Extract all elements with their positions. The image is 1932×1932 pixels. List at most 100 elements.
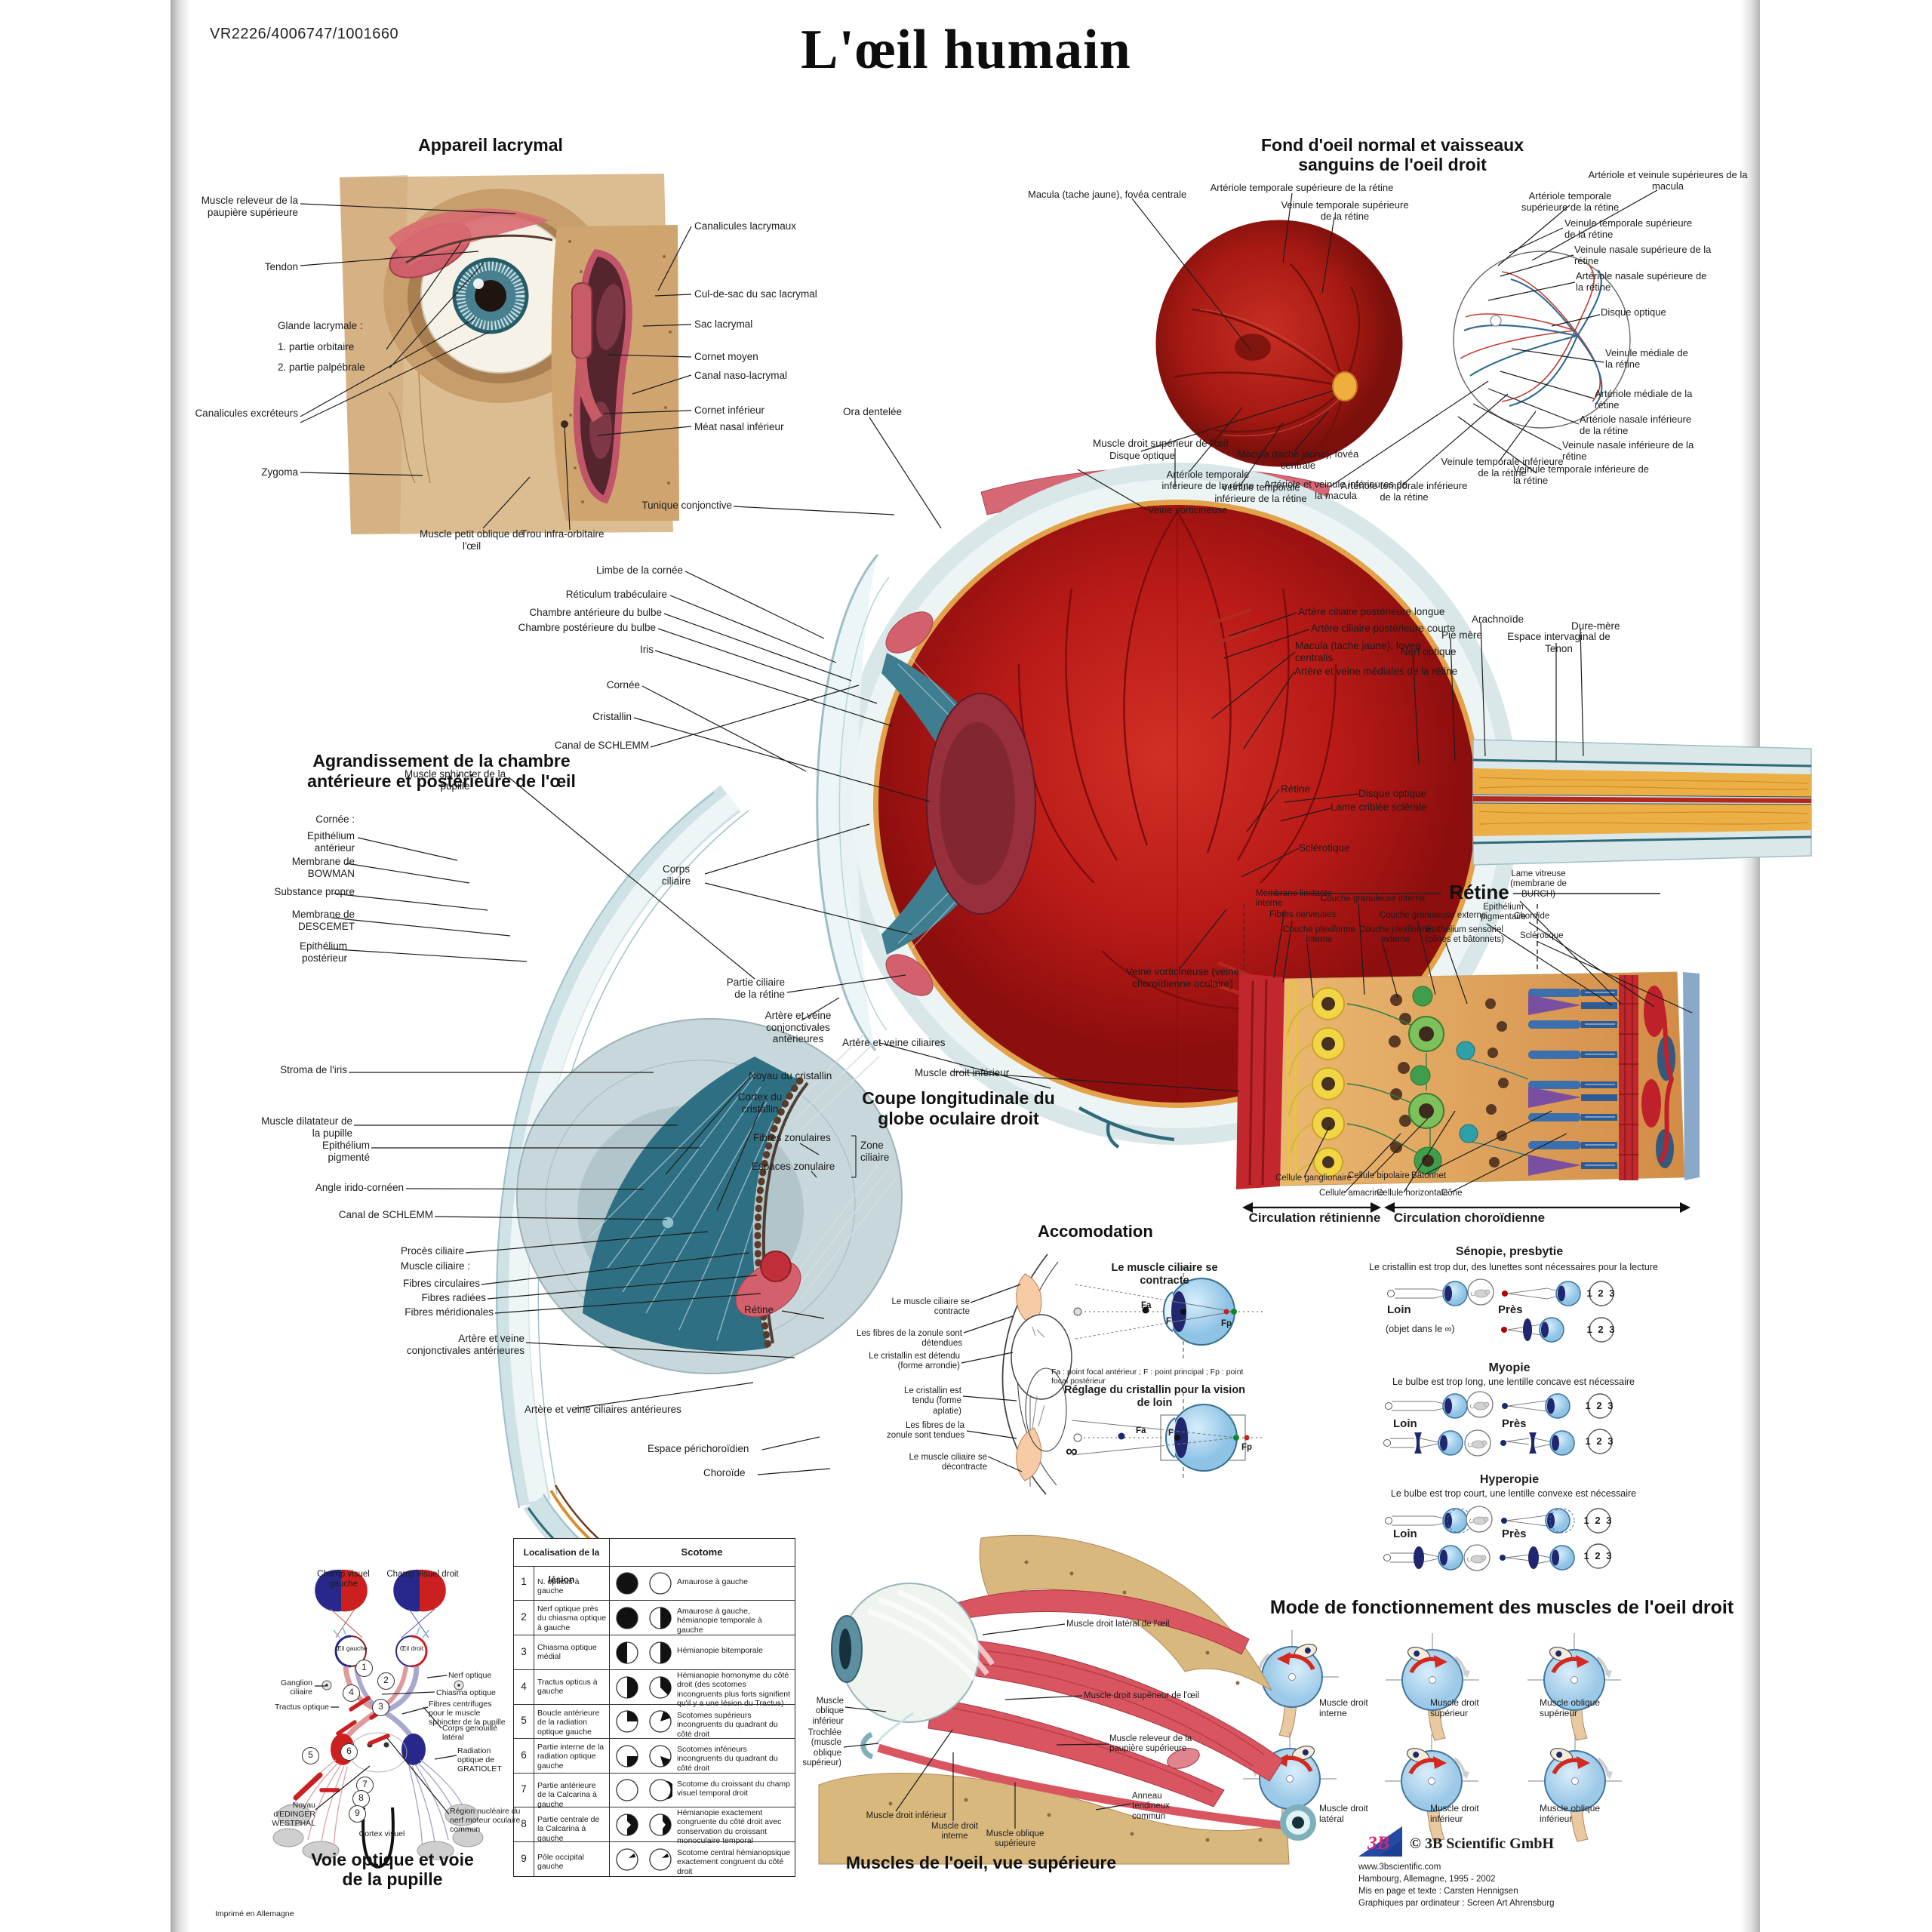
anat-label: Partie ciliaire de la rétine	[726, 977, 785, 1000]
lesion-cell: Tractus opticus à gauche	[537, 1678, 598, 1697]
anat-label: Muscle droit supérieur de l'œil	[1084, 1691, 1200, 1700]
anat-label: Procès ciliaire	[400, 1245, 464, 1257]
anat-label: Arachnoïde	[1472, 614, 1524, 625]
scotome-desc: Amaurose à gauche, hémianopie temporale …	[677, 1607, 762, 1635]
anat-label: Les fibres de la zonule sont détendues	[856, 1329, 962, 1349]
anat-label: Artériole et veinule supérieures de la m…	[1588, 169, 1748, 192]
defect-desc: Le bulbe est trop long, une lentille con…	[1392, 1377, 1635, 1387]
eye-chart-123: 1 2 3	[1586, 1287, 1617, 1299]
anat-label: Cornet moyen	[694, 351, 758, 362]
eye-chart-123: 1 2 3	[1583, 1550, 1614, 1561]
anat-label: Noyau du cristallin	[749, 1070, 832, 1081]
anat-label: Artériole nasale supérieure de la rétine	[1576, 270, 1707, 294]
anat-label: Sclérotique	[1520, 931, 1564, 940]
anat-label: Macula (tache jaune), fovéa centrale	[1028, 189, 1187, 200]
table-row: 5 Boucle antérieure de la radiation opti…	[514, 1704, 795, 1739]
scotome-left-eye	[616, 1745, 638, 1767]
anat-label: Couche granuleuse externe	[1380, 911, 1487, 920]
retina-illustration	[1236, 893, 1700, 1213]
focal-mark-fp: Fp	[1221, 1319, 1232, 1328]
anat-label: Cône	[1441, 1189, 1463, 1198]
anat-label: Cellule horizontale	[1377, 1189, 1448, 1198]
anat-label: Chambre antérieure du bulbe	[529, 607, 662, 618]
anat-label: Muscle sphincter de la pupille	[404, 768, 506, 792]
anat-label: Canalicules excréteurs	[195, 408, 298, 419]
anat-label: Stroma de l'iris	[280, 1064, 347, 1075]
logo-3b-text: 3B	[1367, 1833, 1390, 1854]
anat-label: Muscle droit inférieur	[866, 1811, 947, 1820]
anat-label: Epithélium pigmentaire	[1480, 903, 1527, 922]
accommodation-sub1: Le muscle ciliaire se contracte	[1111, 1262, 1218, 1287]
anat-label: Muscle droit latéral de l'œil	[1066, 1620, 1170, 1629]
pathway-number: 5	[302, 1747, 319, 1764]
anat-label: Cul-de-sac du sac lacrymal	[694, 288, 817, 300]
anat-label: Veinule temporale inférieure de la rétin…	[1441, 456, 1564, 479]
anat-label: Corps genouillé latéral	[442, 1724, 497, 1743]
scotome-left-eye	[616, 1572, 638, 1595]
table-row: 1 N. opticus à gauche Amaurose à gauche	[514, 1566, 795, 1601]
anat-label: Lame criblée sclérale	[1331, 801, 1427, 813]
anat-label: Ganglion ciliaire	[280, 1678, 312, 1697]
anat-label: Le muscle ciliaire se contracte	[891, 1297, 970, 1317]
lesion-cell: Partie interne de la radiation optique g…	[537, 1743, 605, 1770]
accommodation-eye-diagrams	[1071, 1266, 1264, 1479]
anat-label: Sac lacrymal	[694, 318, 753, 330]
lesion-cell: Partie antérieure de la Calcarina à gauc…	[537, 1781, 597, 1809]
anat-label: Epithélium postérieur	[299, 940, 347, 964]
table-header-lesion: Localisation de la lésion	[523, 1547, 600, 1585]
anat-label: Fibres méridionales	[405, 1306, 494, 1318]
muscles-title: Muscles de l'oeil, vue supérieure	[845, 1853, 1117, 1872]
scotome-desc: Scotomes inférieurs incongruents du quad…	[677, 1745, 778, 1773]
lesion-cell: Nerf optique près du chiasma optique à g…	[537, 1604, 607, 1632]
anat-label: Veinule temporale supérieure de la rétin…	[1564, 217, 1693, 241]
scotome-desc: Scotome central hémianopsique exactement…	[677, 1848, 791, 1876]
table-row: 2 Nerf optique près du chiasma optique à…	[514, 1600, 795, 1635]
anat-label: Chambre postérieure du bulbe	[518, 622, 656, 633]
scotome-left-eye	[616, 1710, 638, 1733]
anat-label: Canal naso-lacrymal	[694, 370, 788, 381]
eye-chart-123: 1 2 3	[1583, 1515, 1614, 1526]
anat-label: Champ visuel droit	[386, 1570, 459, 1579]
anat-label: Iris	[640, 644, 654, 655]
scotome-right-eye	[649, 1848, 672, 1871]
anat-label: Noyau d'EDINGER WESTPHAL	[272, 1801, 315, 1829]
anat-label: Réticulum trabéculaire	[565, 589, 667, 600]
anat-label: Muscle petit oblique de l'œil	[419, 528, 525, 552]
anat-label: Artère et veine conjonctivales antérieur…	[406, 1333, 525, 1356]
anat-label: Ora dentelée	[843, 406, 903, 417]
anat-label: Membrane de DESCEMET	[291, 909, 355, 932]
printed-note: Imprimé en Allemagne	[215, 1909, 294, 1918]
defect-title: Sénopie, presbytie	[1455, 1245, 1564, 1258]
focal-mark-fa: Fa	[1136, 1426, 1146, 1435]
anat-label: Cortex du cristallin	[737, 1091, 783, 1115]
anat-label: Radiation optique de GRATIOLET	[457, 1746, 502, 1774]
anat-label: Cellule bipolaire	[1348, 1171, 1410, 1180]
scotome-left-eye	[616, 1848, 638, 1871]
table-row: 9 Pôle occipital gauche Scotome central …	[514, 1841, 795, 1877]
anat-label: Artériole temporale supérieure de la rét…	[1521, 190, 1620, 214]
defect-desc: Le cristallin est trop dur, des lunettes…	[1369, 1262, 1658, 1272]
anat-label: Chiasma optique	[436, 1688, 496, 1697]
circulation-choroidienne-label: Circulation choroïdienne	[1393, 1211, 1546, 1225]
anat-label: Le muscle ciliaire se décontracte	[909, 1453, 987, 1472]
infinity-symbol: ∞	[1066, 1441, 1078, 1460]
pathway-number: 6	[340, 1743, 358, 1761]
accommodation-title: Accomodation	[1038, 1222, 1153, 1241]
scotome-desc: Scotome du croissant du champ visuel tem…	[677, 1780, 790, 1798]
anat-label: Macula (tache jaune), fovéa centrale	[1237, 448, 1359, 472]
row-number: 1	[521, 1576, 527, 1587]
row-number: 8	[521, 1818, 527, 1829]
eye-left-label: Œil gauche	[335, 1644, 368, 1652]
accommodation-section-illustration	[1001, 1254, 1072, 1495]
anat-label: Cornet inférieur	[694, 405, 765, 416]
anat-label: Anneau tendineux commun	[1132, 1792, 1170, 1821]
row-number: 5	[521, 1715, 527, 1726]
anat-label: Cornée :	[315, 814, 355, 825]
anat-label: Cortex visuel	[358, 1829, 405, 1838]
anat-label: Veinule temporale inférieure de la rétin…	[1214, 481, 1307, 505]
row-number: 9	[521, 1853, 527, 1864]
anat-label: Couche plexiforme interne	[1283, 925, 1355, 945]
scotome-left-eye	[616, 1779, 638, 1801]
anat-label: Veinule nasale supérieure de la rétine	[1574, 244, 1712, 267]
